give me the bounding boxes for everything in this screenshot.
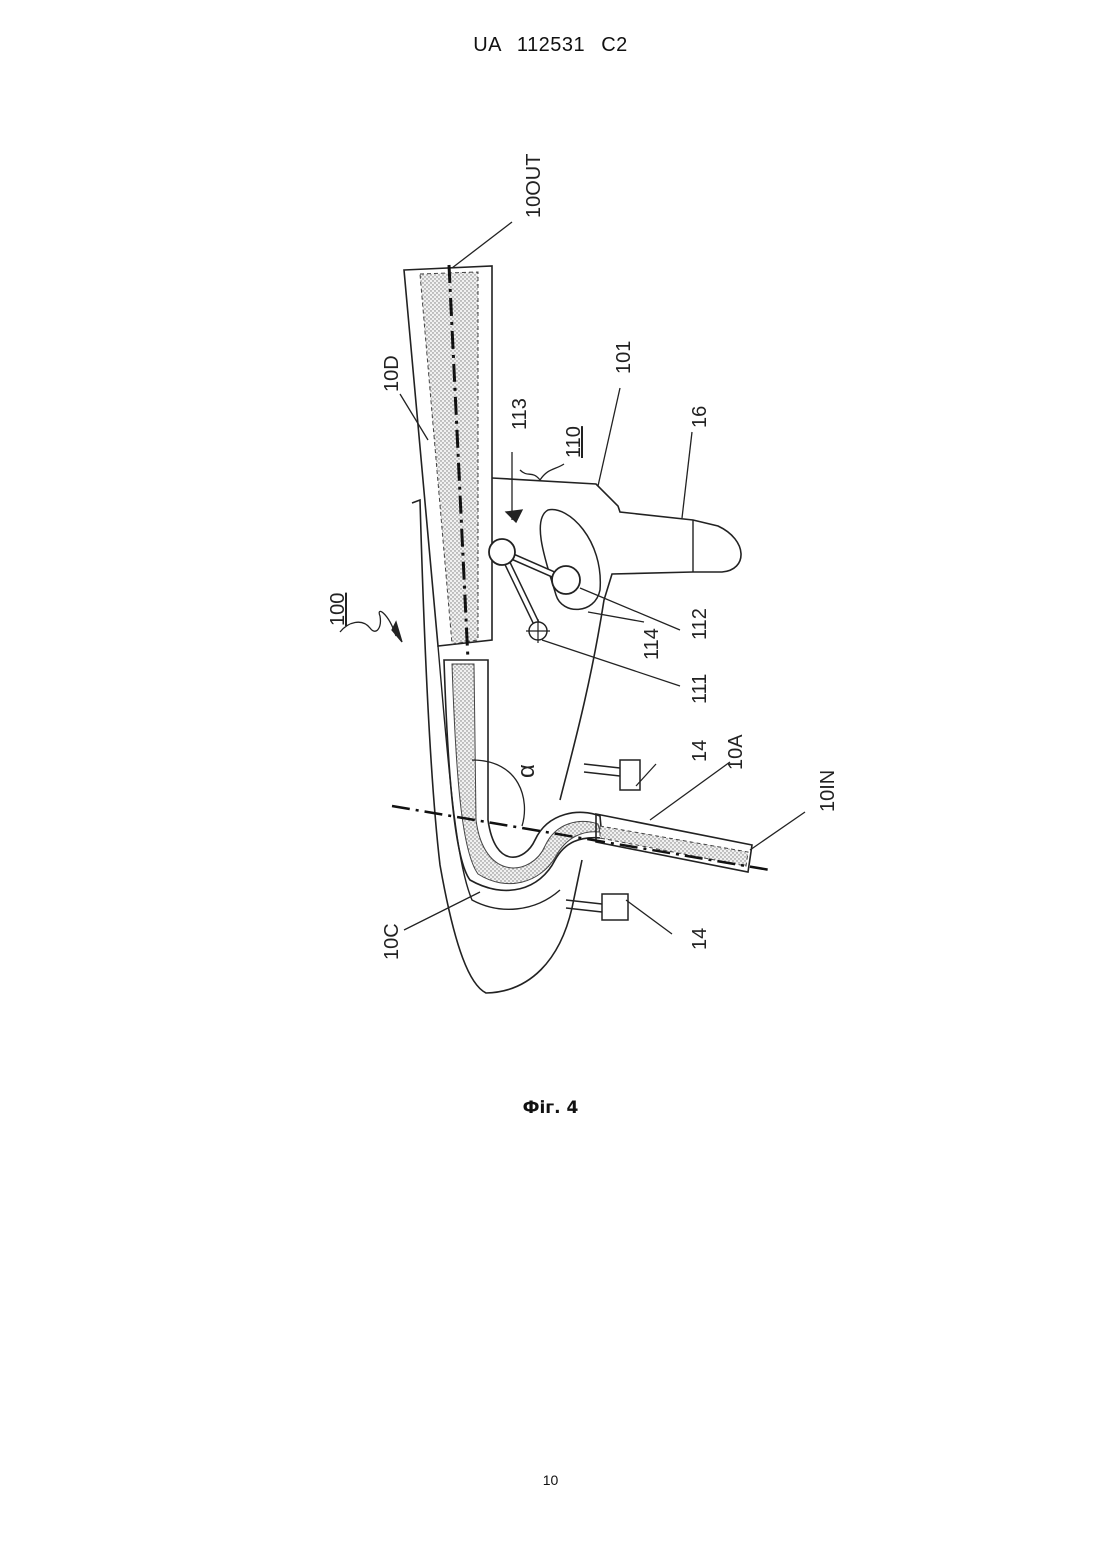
label-10IN: 10IN (817, 770, 839, 812)
label-111: 111 (689, 674, 711, 704)
label-100: 100 (327, 593, 349, 626)
page-number: 10 (0, 1472, 1101, 1488)
label-113: 113 (509, 398, 531, 430)
label-14-bottom: 14 (689, 928, 711, 950)
pivot-112 (552, 566, 580, 594)
patent-figure: 100 10OUT 10D 113 110 101 16 112 114 111… (300, 140, 860, 1100)
label-10D: 10D (381, 355, 403, 392)
outlet-tube-fill (420, 272, 478, 644)
label-112: 112 (689, 608, 711, 640)
label-110: 110 (563, 426, 585, 458)
label-114: 114 (641, 628, 663, 660)
label-10A: 10A (725, 734, 747, 770)
label-alpha: α (513, 764, 540, 778)
label-10C: 10C (381, 923, 403, 960)
figure-caption: Фіг. 4 (0, 1098, 1101, 1118)
label-10OUT: 10OUT (523, 154, 545, 218)
patent-drawing: 100 10OUT 10D 113 110 101 16 112 114 111… (300, 140, 860, 1100)
label-14-top: 14 (689, 740, 711, 762)
pivot-113 (489, 539, 515, 565)
document-header: UA 112531 C2 (0, 34, 1101, 57)
guide-slot (540, 510, 600, 610)
label-101: 101 (613, 341, 635, 374)
heater-top (584, 760, 640, 790)
heater-bottom (566, 894, 628, 920)
label-16: 16 (689, 406, 711, 428)
